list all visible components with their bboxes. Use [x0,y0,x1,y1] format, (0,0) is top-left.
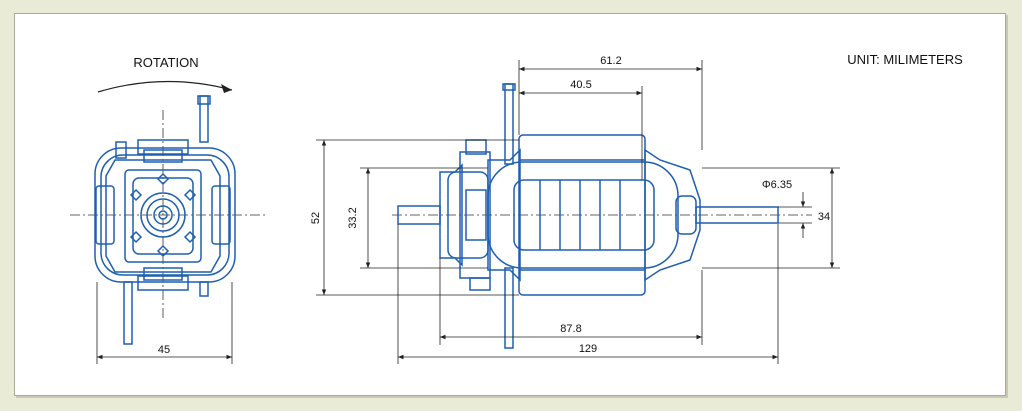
dim-shaft-diameter: Φ6.35 [762,179,812,238]
dim-height-inner: 33.2 [347,167,488,269]
dim-45-label: 45 [158,344,170,356]
dim-52-label: 52 [310,212,322,224]
dim-61-2-label: 61.2 [600,55,621,67]
dim-front-width: 45 [96,282,233,364]
dim-33-2-label: 33.2 [347,207,359,228]
dim-40-5-label: 40.5 [570,79,591,91]
drawing-panel [14,13,1006,396]
side-view [392,83,812,349]
front-view [70,95,266,345]
dim-total-length: 129 [397,224,779,364]
rotation-label: ROTATION [133,55,198,70]
dim-87-8-label: 87.8 [560,323,581,335]
unit-label: UNIT: MILIMETERS [847,52,963,67]
dim-stator-inner: 40.5 [519,79,643,180]
dim-height-outer: 52 [310,139,519,296]
dim-body-length: 87.8 [439,258,703,345]
dim-6-35-label: Φ6.35 [762,179,792,191]
rotation-arrow-icon [97,80,233,93]
dim-width-34: 34 [702,167,840,269]
dim-34-label: 34 [818,211,830,223]
dim-129-label: 129 [579,343,597,355]
dim-stator-outer: 61.2 [518,55,703,150]
